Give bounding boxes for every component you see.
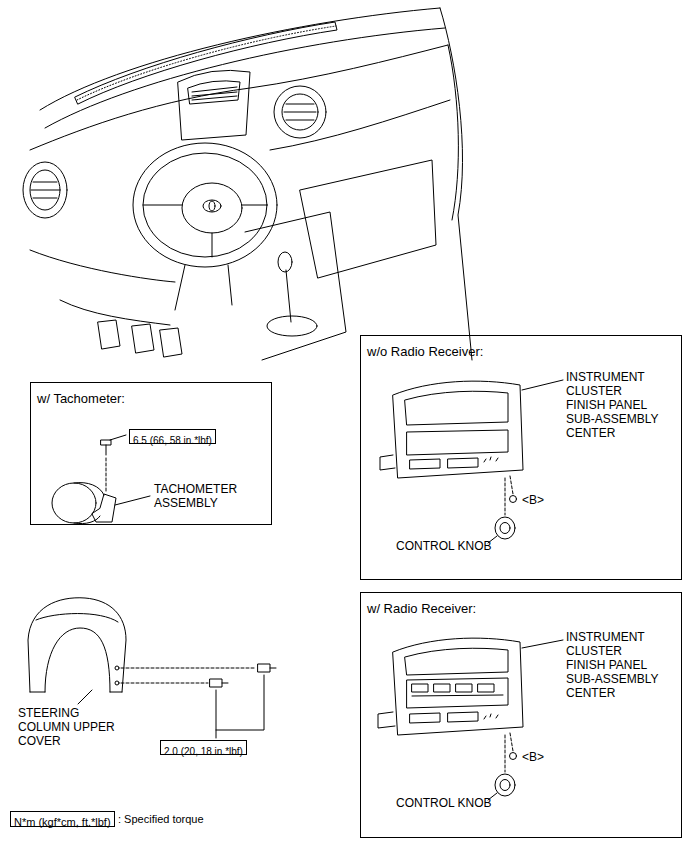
part-name: CONTROL KNOB bbox=[396, 539, 492, 553]
tachometer-gauge bbox=[52, 483, 96, 523]
dash-top-edge bbox=[45, 28, 445, 128]
leader-line bbox=[115, 496, 150, 505]
pedal bbox=[132, 324, 154, 353]
part-name: INSTRUMENT CLUSTER FINISH PANEL SUB-ASSE… bbox=[566, 630, 663, 700]
inset-title: w/ Radio Receiver: bbox=[367, 601, 476, 617]
floor-line bbox=[60, 300, 170, 325]
leader-line bbox=[110, 435, 126, 440]
pedal bbox=[160, 328, 182, 357]
dash-side bbox=[448, 45, 458, 220]
tachometer-bracket bbox=[92, 494, 116, 522]
center-binnacle bbox=[178, 70, 250, 140]
center-console bbox=[245, 212, 346, 360]
lower-dash bbox=[30, 250, 175, 282]
air-vent bbox=[284, 104, 316, 120]
steering-hub bbox=[182, 183, 242, 233]
torque-value: N*m (kgf*cm, ft.*lbf) bbox=[14, 815, 111, 829]
dash-face bbox=[30, 45, 448, 150]
defroster-grille bbox=[75, 22, 337, 104]
toyota-emblem bbox=[209, 201, 215, 211]
center-vent bbox=[192, 87, 237, 100]
dash-line bbox=[270, 100, 450, 150]
air-vent bbox=[282, 94, 318, 130]
shift-lever bbox=[286, 270, 291, 322]
dash-top-edge bbox=[40, 8, 440, 110]
toyota-emblem bbox=[203, 200, 221, 212]
center-vent bbox=[188, 81, 240, 104]
steering-wheel bbox=[143, 153, 267, 257]
air-vent bbox=[30, 170, 60, 210]
inset-title: w/ Tachometer: bbox=[37, 391, 125, 407]
part-name: STEERING COLUMN UPPER COVER bbox=[18, 706, 130, 748]
fastener-code: <B> bbox=[522, 750, 544, 764]
inset-title: w/o Radio Receiver: bbox=[367, 344, 483, 360]
shift-boot bbox=[267, 316, 317, 336]
torque-box: 6.5 (66, 58 in.*lbf) bbox=[129, 429, 216, 444]
tachometer-gauge bbox=[74, 483, 104, 524]
finish-panel-drawing bbox=[380, 380, 563, 543]
finish-panel-drawing bbox=[378, 638, 563, 800]
air-vent bbox=[31, 182, 59, 198]
part-name: TACHOMETER ASSEMBLY bbox=[154, 482, 249, 510]
pedal bbox=[98, 320, 120, 349]
install-line bbox=[106, 458, 107, 492]
inset-box: w/ Tachometer: 6.5 (66, 58 in.*lbf) bbox=[30, 382, 272, 525]
dash-side bbox=[440, 8, 472, 360]
legend-note: : Specified torque bbox=[118, 813, 204, 826]
bolt bbox=[106, 445, 107, 455]
unit-box: N*m (kgf*cm, ft.*lbf) bbox=[10, 811, 115, 827]
torque-box: 2.0 (20, 18 in.*lbf) bbox=[160, 740, 247, 755]
steering-wheel bbox=[133, 143, 277, 267]
air-vent bbox=[274, 86, 326, 138]
air-vent bbox=[23, 162, 67, 218]
bolt bbox=[101, 440, 111, 445]
shift-knob bbox=[278, 252, 292, 272]
fastener-code: <B> bbox=[522, 493, 544, 507]
torque-value: 2.0 (20, 18 in.*lbf) bbox=[164, 745, 243, 758]
glovebox bbox=[300, 160, 436, 278]
steering-column bbox=[175, 265, 232, 310]
defroster-grille bbox=[77, 26, 336, 100]
part-name: INSTRUMENT CLUSTER FINISH PANEL SUB-ASSE… bbox=[566, 370, 663, 440]
torque-value: 6.5 (66, 58 in.*lbf) bbox=[133, 434, 212, 447]
part-name: CONTROL KNOB bbox=[396, 796, 492, 810]
